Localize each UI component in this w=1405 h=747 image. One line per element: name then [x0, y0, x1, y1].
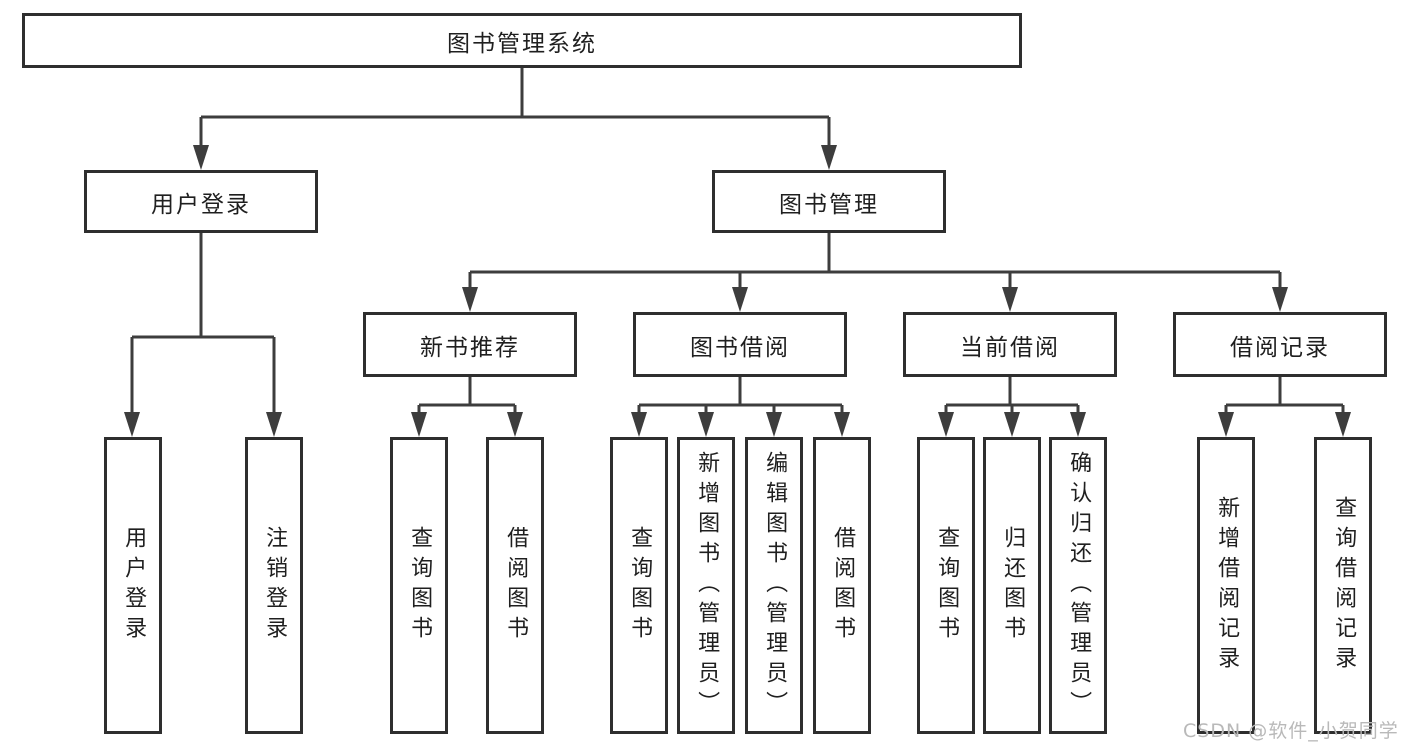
node-label: 编辑图书（管理员） [762, 450, 788, 721]
leaf-borrowing-add-books-admin: 新增图书（管理员） [677, 437, 735, 734]
node-book-management: 图书管理 [712, 170, 946, 233]
leaf-current-query-books: 查询图书 [917, 437, 975, 734]
node-label: 用户登录 [121, 525, 147, 646]
leaf-records-query-borrow-record: 查询借阅记录 [1314, 437, 1372, 734]
leaf-logout: 注销登录 [245, 437, 303, 734]
node-label: 查询图书 [407, 525, 433, 646]
node-book-borrowing: 图书借阅 [633, 312, 847, 377]
node-label: 借阅图书 [503, 525, 529, 646]
node-new-book-recommend: 新书推荐 [363, 312, 577, 377]
node-current-borrowing: 当前借阅 [903, 312, 1117, 377]
node-label: 图书管理系统 [447, 30, 597, 57]
node-label: 借阅记录 [1230, 334, 1330, 361]
node-root-system: 图书管理系统 [22, 13, 1022, 68]
node-label: 查询借阅记录 [1331, 495, 1357, 676]
node-user-login: 用户登录 [84, 170, 318, 233]
leaf-borrowing-borrow-books: 借阅图书 [813, 437, 871, 734]
leaf-borrowing-query-books: 查询图书 [610, 437, 668, 734]
node-label: 新增借阅记录 [1214, 495, 1240, 676]
node-label: 当前借阅 [960, 334, 1060, 361]
node-label: 注销登录 [262, 525, 288, 646]
node-label: 新增图书（管理员） [694, 450, 720, 721]
node-label: 图书管理 [779, 191, 879, 218]
node-label: 归还图书 [1000, 525, 1026, 646]
leaf-recommend-query-books: 查询图书 [390, 437, 448, 734]
arrowheads [124, 145, 1351, 437]
leaf-borrowing-edit-books-admin: 编辑图书（管理员） [745, 437, 803, 734]
csdn-watermark: CSDN @软件_小贺同学 [1183, 720, 1399, 742]
leaf-current-confirm-return-admin: 确认归还（管理员） [1049, 437, 1107, 734]
node-label: 用户登录 [151, 191, 251, 218]
node-label: 查询图书 [934, 525, 960, 646]
node-label: 查询图书 [627, 525, 653, 646]
leaf-recommend-borrow-books: 借阅图书 [486, 437, 544, 734]
node-label: 借阅图书 [830, 525, 856, 646]
leaf-records-add-borrow-record: 新增借阅记录 [1197, 437, 1255, 734]
node-label: 确认归还（管理员） [1066, 450, 1092, 721]
leaf-user-login: 用户登录 [104, 437, 162, 734]
leaf-current-return-books: 归还图书 [983, 437, 1041, 734]
node-label: 新书推荐 [420, 334, 520, 361]
node-borrow-records: 借阅记录 [1173, 312, 1387, 377]
node-label: 图书借阅 [690, 334, 790, 361]
